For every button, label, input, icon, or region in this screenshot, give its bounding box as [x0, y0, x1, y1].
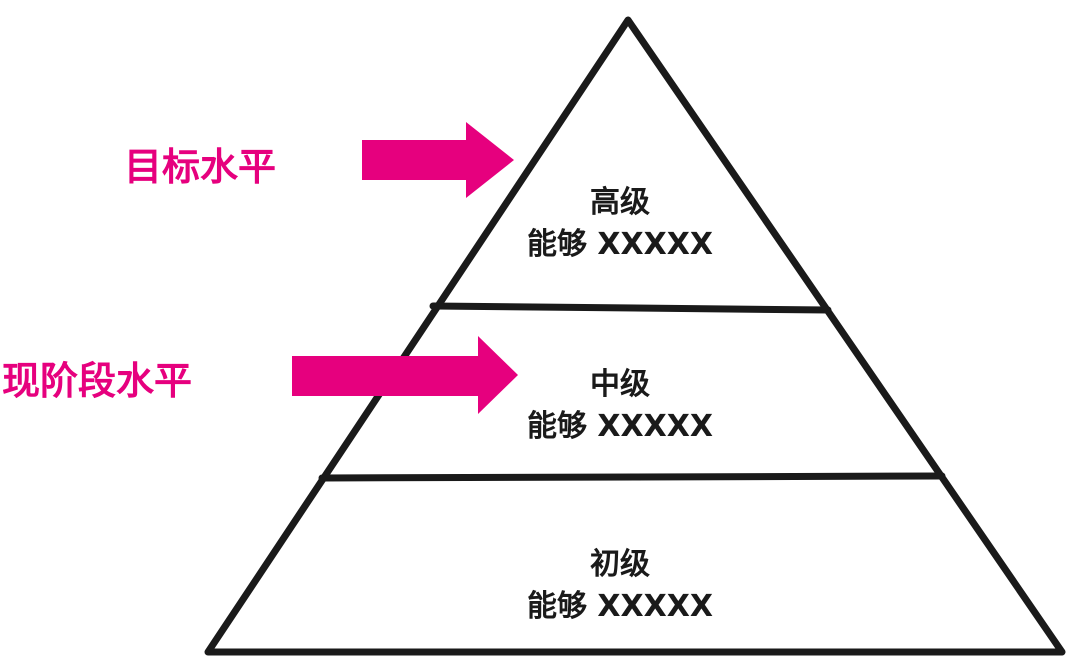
level-title-intermediate: 中级	[590, 367, 650, 402]
pyramid-outline	[204, 16, 1066, 656]
level-title-advanced: 高级	[590, 185, 650, 220]
target-level-arrow-icon	[362, 122, 514, 198]
target-level-label: 目标水平	[124, 145, 276, 189]
level-desc-advanced: 能够 XXXXX	[527, 227, 713, 262]
current-level-arrow-icon	[292, 336, 518, 414]
current-level-label: 现阶段水平	[2, 359, 192, 403]
tier-divider-lower	[318, 472, 946, 482]
level-desc-beginner: 能够 XXXXX	[527, 589, 713, 624]
level-title-beginner: 初级	[590, 547, 650, 582]
tier-divider-upper	[429, 302, 832, 314]
level-desc-intermediate: 能够 XXXXX	[527, 409, 713, 444]
